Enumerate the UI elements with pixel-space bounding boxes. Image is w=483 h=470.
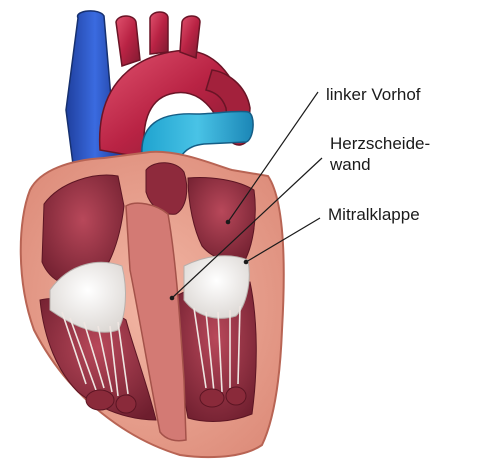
label-herzscheidewand-line2: wand [329, 155, 371, 174]
aortic-branch-2 [150, 12, 168, 54]
label-herzscheidewand-line1: Herzscheide- [330, 134, 430, 153]
dot-valve [244, 260, 249, 265]
aortic-branch-3 [180, 16, 200, 58]
dot-septum [170, 296, 175, 301]
dot-atrium [226, 220, 231, 225]
label-linker-vorhof: linker Vorhof [326, 85, 421, 104]
label-mitralklappe: Mitralklappe [328, 205, 420, 224]
aortic-branch-1 [116, 16, 140, 66]
